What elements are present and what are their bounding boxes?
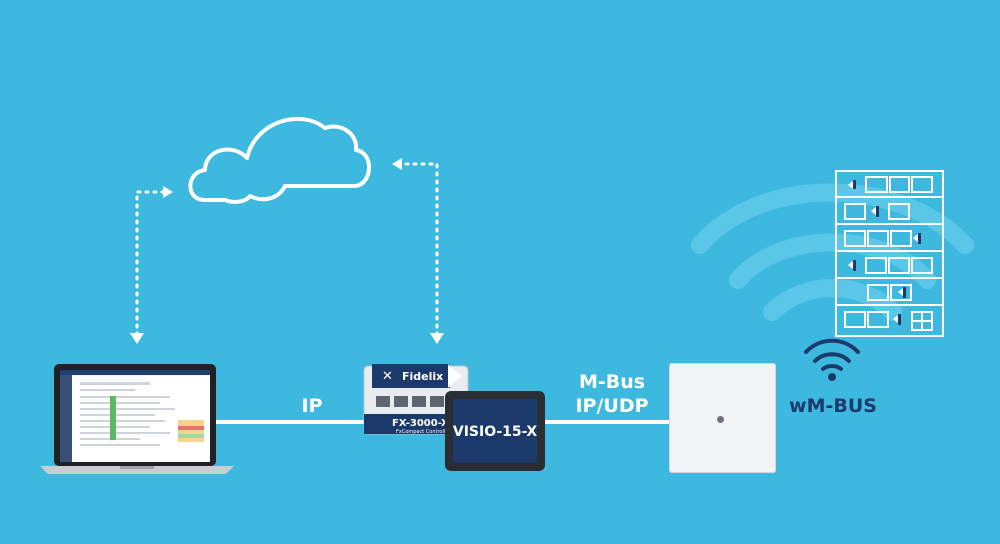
- dotted-arrow-laptop-cloud: [135, 190, 165, 337]
- label-ip: IP: [301, 395, 323, 417]
- controller-subtitle: FxCompact Controller: [396, 429, 451, 435]
- receiver-box-icon: [669, 363, 776, 473]
- laptop-icon: [40, 364, 234, 474]
- arrow-head-down-right: [430, 333, 444, 344]
- controller-icon: Fidelix ✕ FX-3000-X FxCompact Controller: [363, 364, 469, 435]
- svg-text:✕: ✕: [382, 369, 393, 384]
- touch-panel-icon: VISIO-15-X: [445, 391, 545, 471]
- label-wmbus: wM-BUS: [789, 395, 877, 417]
- arrow-head-down-left: [130, 333, 144, 344]
- building-icon: [835, 170, 944, 337]
- meter-markers: [853, 180, 921, 325]
- receiver-led: [717, 416, 724, 423]
- touch-panel-label: VISIO-15-X: [453, 424, 537, 440]
- wifi-icon: [804, 338, 860, 371]
- label-ip-udp: IP/UDP: [575, 395, 649, 417]
- cloud-icon: [188, 116, 371, 204]
- wifi-waves-background: [691, 183, 974, 321]
- arrow-head-left: [392, 158, 402, 170]
- meter-arrows: [848, 181, 918, 323]
- controller-model: FX-3000-X: [392, 418, 449, 429]
- label-mbus: M-Bus: [578, 371, 646, 393]
- dotted-arrow-controller-cloud: [400, 162, 439, 337]
- controller-brand: Fidelix: [402, 370, 443, 383]
- arrow-head-right: [163, 186, 173, 198]
